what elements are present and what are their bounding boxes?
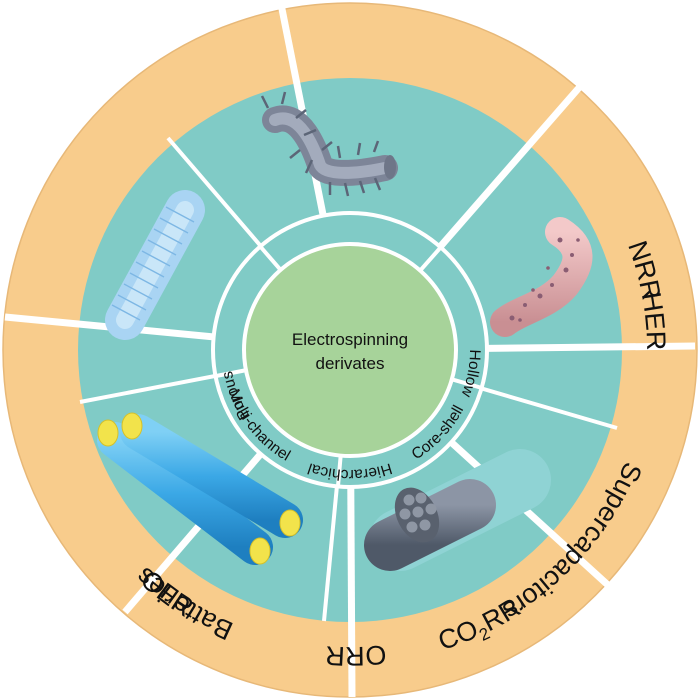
porous-nanofiber-icon [490,217,593,337]
struct-label-hierarchical: Hierarchical [306,459,394,483]
center-circle [242,242,458,458]
app-label-orr: ORR [325,639,388,671]
center-title-line1: Electrospinning [292,330,408,349]
coreshell-nanofiber-icon [97,412,303,565]
app-label-her: HER [636,290,671,351]
spiky-nanofiber-icon [260,91,398,197]
multichannel-nanofiber-icon [364,449,551,571]
hollow-nanofiber-icon [105,190,205,340]
center-title-line2: derivates [316,354,385,373]
